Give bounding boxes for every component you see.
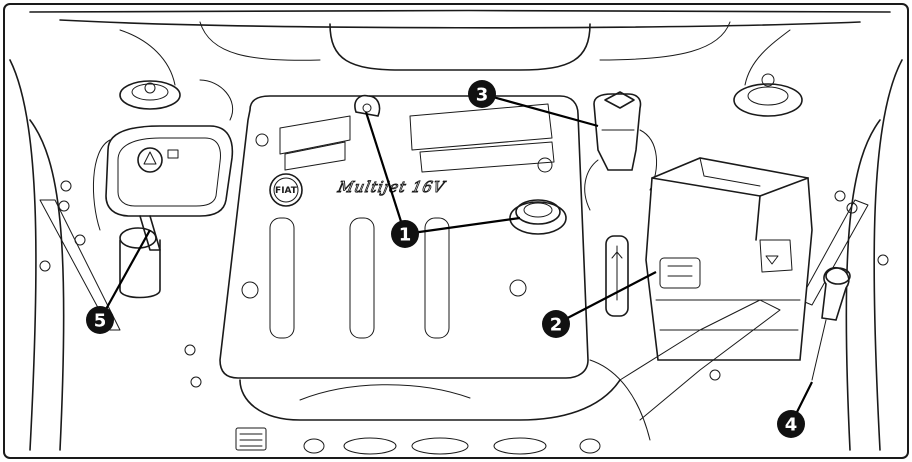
diagram-frame <box>3 3 909 459</box>
callout-5: 5 <box>86 306 114 334</box>
callout-2-number: 2 <box>550 315 563 336</box>
fiat-logo <box>269 173 303 207</box>
strut-tower-right <box>733 73 803 117</box>
coolant-cap-icon <box>137 147 163 173</box>
leader-3 <box>481 92 599 128</box>
battery <box>645 157 813 361</box>
body-rails <box>9 59 903 451</box>
leader-5 <box>99 229 151 321</box>
lower-components <box>235 299 781 455</box>
leader-1-oil-cap <box>404 216 521 236</box>
engine-label: Multijet 16V <box>335 178 448 196</box>
callout-4: 4 <box>777 410 805 438</box>
brand-logo-text: FIAT <box>275 186 298 196</box>
oil-filler-cap <box>509 199 567 235</box>
leader-2 <box>555 271 657 325</box>
callout-2: 2 <box>542 310 570 338</box>
brake-fluid-reservoir <box>584 91 658 211</box>
washer-fluid-cap <box>811 266 851 381</box>
callout-1: 1 <box>391 220 419 248</box>
hood-outline <box>29 9 891 86</box>
bolts <box>39 180 889 388</box>
callout-5-number: 5 <box>94 311 107 332</box>
strut-tower-left <box>119 80 181 110</box>
fuse-relay-box <box>605 235 629 317</box>
leader-1-dipstick <box>364 111 407 235</box>
callout-3-number: 3 <box>476 85 489 106</box>
callout-4-number: 4 <box>785 415 798 436</box>
callout-3: 3 <box>468 80 496 108</box>
callout-1-number: 1 <box>399 225 412 246</box>
coolant-expansion-tank <box>93 79 234 299</box>
